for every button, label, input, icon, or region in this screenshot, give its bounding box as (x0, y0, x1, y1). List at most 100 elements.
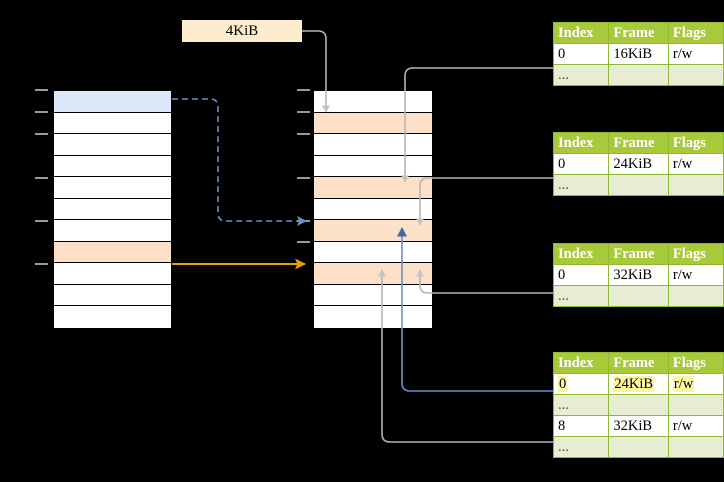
physical-frame-cell (314, 155, 432, 178)
table-cell: r/w (667, 373, 724, 395)
physical-frame-cell (314, 241, 432, 264)
table-cell: ... (552, 394, 610, 416)
table-cell (608, 436, 669, 458)
table-cell (667, 174, 724, 196)
table-cell (667, 394, 724, 416)
tick-mark (297, 241, 310, 243)
tick-mark (35, 177, 48, 179)
column-header-index: Index (552, 22, 610, 44)
column-header-index: Index (552, 352, 610, 374)
table-cell: ... (552, 436, 610, 458)
physical-frame-cell (314, 220, 432, 242)
physical-frame-cell (314, 306, 432, 328)
table-cell (608, 174, 669, 196)
virtual-page-cell (54, 91, 171, 113)
highlighted-value: 0 (558, 375, 568, 392)
physical-frame-cell (314, 198, 432, 221)
physical-frame-cell (314, 263, 432, 285)
column-header-flags: Flags (667, 132, 724, 154)
tick-mark (35, 133, 48, 135)
physical-frame-cell (314, 91, 432, 113)
table-row: ... (552, 436, 724, 458)
table-cell: 0 (552, 264, 610, 286)
table-cell: 0 (552, 373, 610, 395)
physical-frame-cell (314, 112, 432, 135)
table-cell (608, 64, 669, 86)
tick-mark (297, 220, 310, 222)
tick-mark (297, 89, 310, 91)
column-header-frame: Frame (608, 243, 669, 265)
virtual-page-cell (54, 198, 171, 221)
column-header-frame: Frame (608, 22, 669, 44)
tick-mark (35, 89, 48, 91)
physical-memory-column (313, 90, 433, 329)
column-header-index: Index (552, 132, 610, 154)
tick-mark (35, 111, 48, 113)
table-cell: 8 (552, 415, 610, 437)
wire-table3-to-frame (416, 269, 553, 294)
table-cell (667, 436, 724, 458)
page-size-label-text: 4KiB (225, 22, 259, 39)
wire-virtual-to-physical-dashed (172, 98, 307, 226)
virtual-page-cell (54, 134, 171, 156)
column-header-flags: Flags (667, 352, 724, 374)
table-cell: r/w (667, 264, 724, 286)
virtual-page-cell (54, 263, 171, 285)
page-size-label: 4KiB (182, 20, 302, 42)
virtual-page-cell (54, 220, 171, 242)
table-cell: ... (552, 285, 610, 307)
table-cell: 24KiB (608, 373, 669, 395)
column-header-flags: Flags (667, 22, 724, 44)
table-cell: r/w (667, 415, 724, 437)
table-cell: 16KiB (608, 43, 669, 65)
table-row: ... (552, 64, 724, 86)
virtual-address-space-column (53, 90, 172, 329)
physical-frame-cell (314, 177, 432, 199)
virtual-page-cell (54, 155, 171, 178)
tick-mark (297, 133, 310, 135)
virtual-page-cell (54, 241, 171, 264)
table-cell (667, 64, 724, 86)
physical-frame-cell (314, 284, 432, 307)
table-row: 0 24KiB r/w (552, 373, 724, 395)
table-row: ... (552, 174, 724, 196)
table-cell: 24KiB (608, 153, 669, 175)
table-cell: ... (552, 174, 610, 196)
tick-mark (35, 220, 48, 222)
table-cell: r/w (667, 43, 724, 65)
table-cell: 32KiB (608, 264, 669, 286)
column-header-flags: Flags (667, 243, 724, 265)
table-cell: r/w (667, 153, 724, 175)
virtual-page-cell (54, 284, 171, 307)
highlighted-value: r/w (672, 375, 695, 392)
virtual-page-cell (54, 112, 171, 135)
tick-mark (35, 263, 48, 265)
wire-table2-to-frame (416, 177, 553, 226)
table-cell: ... (552, 64, 610, 86)
table-cell (608, 285, 669, 307)
tick-mark (297, 111, 310, 113)
column-header-index: Index (552, 243, 610, 265)
highlighted-value: 24KiB (613, 375, 655, 392)
table-cell: 0 (552, 153, 610, 175)
table-cell: 0 (552, 43, 610, 65)
table-row: ... (552, 394, 724, 416)
table-cell (608, 394, 669, 416)
tick-mark (297, 177, 310, 179)
physical-frame-cell (314, 134, 432, 156)
virtual-page-cell (54, 306, 171, 328)
column-header-frame: Frame (608, 132, 669, 154)
